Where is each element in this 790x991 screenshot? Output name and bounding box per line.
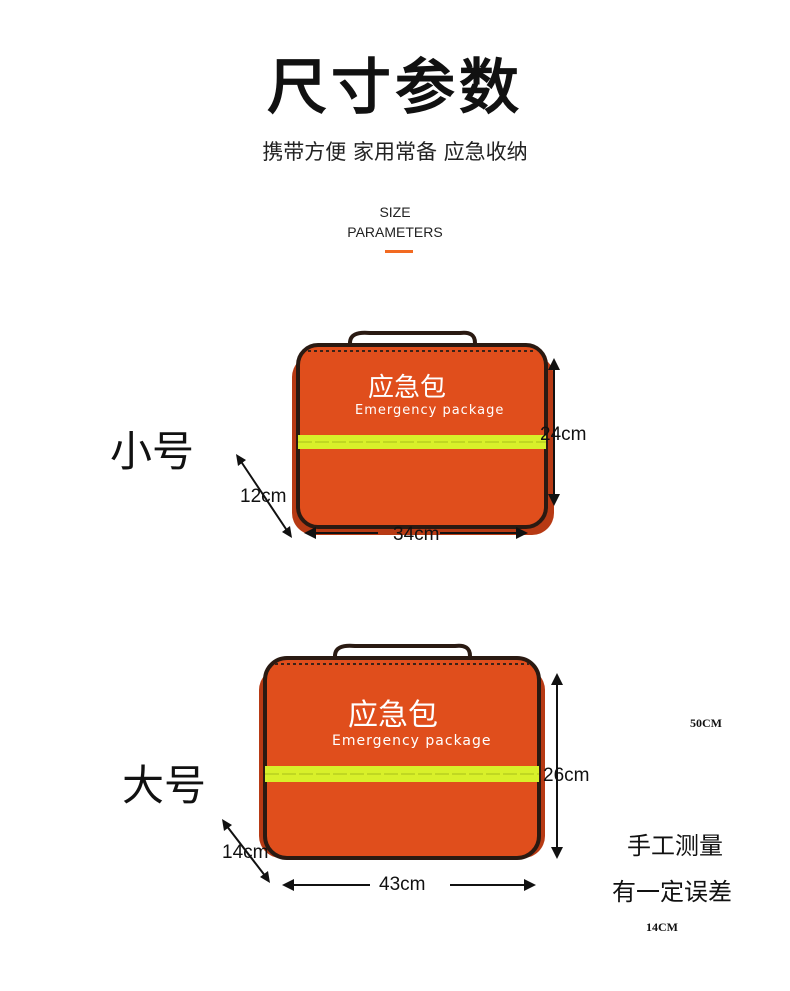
small-bag-handle bbox=[348, 330, 477, 344]
large-bag-dimension-arrows bbox=[222, 673, 563, 891]
page-title: 尺寸参数 bbox=[267, 53, 523, 123]
small-bag-subtitle: Emergency package bbox=[355, 403, 505, 418]
section-label-line2: PARAMETERS bbox=[347, 224, 443, 240]
note-line2: 有一定误差 bbox=[612, 878, 732, 906]
large-bag-title: 应急包 bbox=[348, 698, 438, 733]
page-subtitle: 携带方便 家用常备 应急收纳 bbox=[262, 140, 528, 164]
small-bag-dimension-arrows bbox=[236, 358, 560, 539]
accent-bar bbox=[385, 250, 413, 253]
large-bag-height-label: 26cm bbox=[543, 765, 590, 786]
large-size-label: 大号 bbox=[122, 761, 207, 810]
large-bag-depth-label: 14cm bbox=[222, 842, 269, 863]
extra-label-bottom-right: 14CM bbox=[646, 920, 678, 934]
small-bag-title: 应急包 bbox=[368, 373, 447, 403]
small-bag-image bbox=[292, 330, 554, 535]
large-bag-subtitle: Emergency package bbox=[332, 733, 492, 749]
note-line1: 手工测量 bbox=[627, 832, 723, 860]
extra-label-top-right: 50CM bbox=[690, 716, 722, 730]
small-bag-width-label: 34cm bbox=[393, 524, 440, 545]
small-bag-depth-label: 12cm bbox=[240, 486, 287, 507]
small-bag-height-label: 24cm bbox=[540, 424, 587, 445]
large-bag-handle bbox=[333, 643, 472, 657]
small-size-label: 小号 bbox=[110, 427, 195, 476]
large-bag-width-label: 43cm bbox=[379, 874, 426, 895]
large-bag-image bbox=[259, 643, 545, 860]
section-label-line1: SIZE bbox=[379, 204, 411, 220]
large-bag-body bbox=[263, 656, 541, 860]
